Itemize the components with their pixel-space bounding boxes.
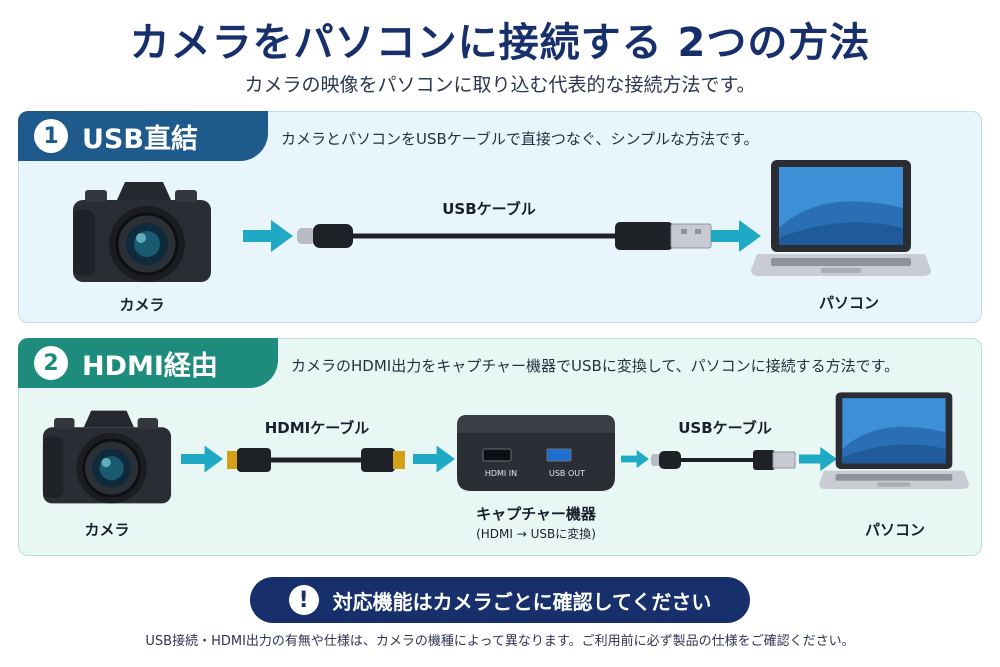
method-hdmi-panel: 2 HDMI経由 カメラのHDMI出力をキャプチャー機器でUSBに変換して、パソ…	[18, 338, 982, 556]
arrow-right-icon	[711, 220, 761, 252]
cable-label: USBケーブル	[442, 200, 536, 218]
method-number-badge: 1	[34, 119, 68, 153]
camera-label: カメラ	[84, 521, 130, 539]
capture-device-sublabel: (HDMI → USBに変換)	[476, 527, 596, 541]
usb-cable-label: USBケーブル	[678, 419, 772, 437]
method-usb-tab: 1 USB直結	[18, 111, 268, 161]
camera-label: カメラ	[119, 296, 165, 314]
method-usb-panel: 1 USB直結 カメラとパソコンをUSBケーブルで直接つなぐ、シンプルな方法です…	[18, 111, 982, 323]
page-title: カメラをパソコンに接続する 2つの方法	[129, 20, 871, 66]
page-subtitle: カメラの映像をパソコンに取り込む代表的な接続方法です。	[244, 74, 756, 96]
footnote: USB接続・HDMI出力の有無や仕様は、カメラの機種によって異なります。ご利用前…	[145, 634, 855, 649]
arrow-right-icon	[413, 445, 455, 473]
port-hdmi-label: HDMI IN	[484, 469, 518, 478]
port-usb-label: USB OUT	[548, 469, 585, 478]
camera-icon	[42, 410, 172, 504]
arrow-right-icon	[799, 446, 837, 472]
capture-device-icon	[457, 415, 615, 491]
arrow-right-icon	[243, 220, 293, 252]
arrow-right-icon	[181, 445, 223, 473]
arrow-right-icon	[621, 450, 649, 468]
notice-text: 対応機能はカメラごとに確認してください	[332, 589, 712, 614]
method-description: カメラとパソコンをUSBケーブルで直接つなぐ、シンプルな方法です。	[281, 130, 759, 148]
usb-cable-icon	[651, 450, 796, 470]
method-hdmi-tab: 2 HDMI経由	[18, 338, 278, 388]
pc-label: パソコン	[864, 521, 925, 539]
method-description: カメラのHDMI出力をキャプチャー機器でUSBに変換して、パソコンに接続する方法…	[291, 357, 900, 375]
usb-cable-icon	[297, 222, 712, 250]
pc-label: パソコン	[818, 294, 879, 312]
exclamation-icon: !	[288, 585, 319, 615]
laptop-icon	[751, 160, 931, 276]
hdmi-cable-label: HDMIケーブル	[264, 419, 370, 437]
hdmi-cable-icon	[227, 448, 405, 472]
capture-device-label: キャプチャー機器	[476, 505, 596, 523]
method-number-badge: 2	[34, 346, 68, 380]
laptop-icon	[819, 392, 969, 489]
method-title: HDMI経由	[82, 350, 218, 382]
camera-icon	[73, 182, 211, 282]
method-title: USB直結	[82, 123, 198, 155]
notice-banner: ! 対応機能はカメラごとに確認してください	[250, 577, 750, 623]
